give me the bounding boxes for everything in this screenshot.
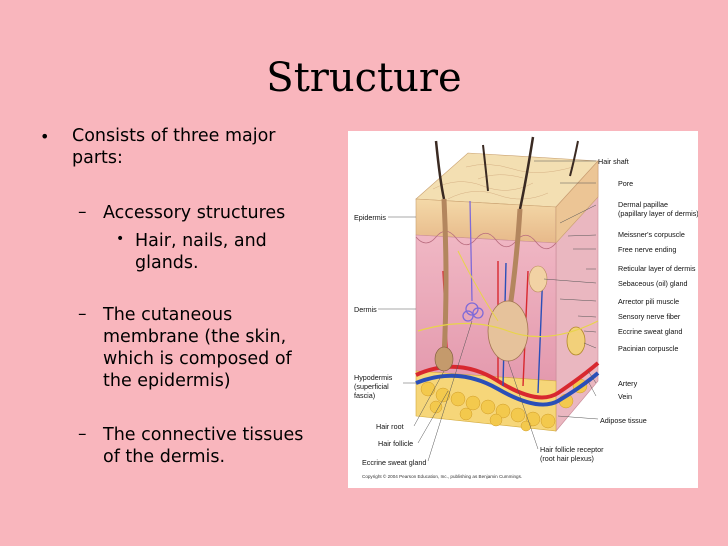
labels-left: Epidermis Dermis Hypodermis (superficial… bbox=[354, 213, 393, 400]
label-arrector-pili: Arrector pili muscle bbox=[618, 297, 679, 306]
sub-bullet-text: which is composed of bbox=[103, 349, 292, 369]
subsub-bullet-text: Hair, nails, and bbox=[135, 231, 267, 251]
label-pacinian-corpuscle: Pacinian corpuscle bbox=[618, 344, 678, 353]
label-epidermis: Epidermis bbox=[354, 213, 386, 222]
slide-title: Structure bbox=[266, 55, 462, 101]
label-hair-root: Hair root bbox=[376, 422, 404, 431]
bullet-text: Consists of three major bbox=[72, 126, 276, 146]
bullet-marker: • bbox=[40, 127, 50, 146]
labels-bottom: Hair root Hair follicle Eccrine sweat gl… bbox=[362, 422, 604, 467]
label-fascia: fascia) bbox=[354, 391, 375, 400]
skin-illustration: Hair shaft Pore Dermal papillae (papilla… bbox=[354, 136, 698, 479]
sub-bullet-text: the epidermis) bbox=[103, 371, 231, 391]
label-reticular-layer: Reticular layer of dermis bbox=[618, 264, 696, 273]
label-hypodermis: Hypodermis bbox=[354, 373, 393, 382]
label-dermis: Dermis bbox=[354, 305, 377, 314]
hair-shaft bbox=[518, 136, 535, 210]
sub-bullet-text: membrane (the skin, bbox=[103, 327, 287, 347]
dermal-papillae bbox=[415, 230, 557, 250]
label-hair-follicle: Hair follicle bbox=[378, 439, 413, 448]
sub-bullet-text: of the dermis. bbox=[103, 447, 226, 467]
subsub-marker: • bbox=[116, 231, 125, 247]
label-sensory-nerve-fiber: Sensory nerve fiber bbox=[618, 312, 681, 321]
sub-bullet-text: The connective tissues bbox=[103, 425, 304, 445]
label-adipose-tissue: Adipose tissue bbox=[600, 416, 647, 425]
dash-marker: – bbox=[78, 424, 87, 444]
label-vein: Vein bbox=[618, 392, 632, 401]
label-eccrine-sweat-gland: Eccrine sweat gland bbox=[618, 327, 682, 336]
copyright-note: Copyright © 2004 Pearson Education, Inc.… bbox=[362, 473, 522, 479]
labels-right: Hair shaft Pore Dermal papillae (papilla… bbox=[598, 157, 698, 425]
label-papillary-layer: (papillary layer of dermis) bbox=[618, 209, 698, 218]
label-sebaceous-gland: Sebaceous (oil) gland bbox=[618, 279, 688, 288]
label-superficial: (superficial bbox=[354, 382, 389, 391]
sub-bullet-text: The cutaneous bbox=[103, 305, 233, 325]
label-eccrine-sweat-gland-bottom: Eccrine sweat gland bbox=[362, 458, 426, 467]
hair-follicle-left bbox=[441, 198, 449, 357]
subsub-bullet-text: glands. bbox=[135, 253, 199, 273]
label-pore: Pore bbox=[618, 179, 633, 188]
hair-shaft-left bbox=[434, 140, 446, 200]
label-artery: Artery bbox=[618, 379, 638, 388]
hair-root bbox=[434, 346, 454, 372]
label-meissners-corpuscle: Meissner's corpuscle bbox=[618, 230, 685, 239]
vein bbox=[415, 371, 600, 407]
label-free-nerve-ending: Free nerve ending bbox=[618, 245, 676, 254]
eccrine-sweat-gland bbox=[462, 200, 484, 322]
skin-structure-diagram: Hair shaft Pore Dermal papillae (papilla… bbox=[348, 131, 698, 488]
label-leaders bbox=[378, 160, 599, 462]
label-dermal-papillae: Dermal papillae bbox=[618, 200, 668, 209]
dash-marker: – bbox=[78, 202, 87, 222]
sub-bullet-text: Accessory structures bbox=[103, 203, 286, 223]
artery bbox=[415, 361, 600, 400]
label-hair-follicle-receptor: Hair follicle receptor bbox=[540, 445, 604, 454]
sensory-nerve-fiber bbox=[417, 320, 599, 338]
label-hair-shaft: Hair shaft bbox=[598, 157, 629, 166]
label-root-hair-plexus: (root hair plexus) bbox=[540, 454, 594, 463]
dash-marker: – bbox=[78, 304, 87, 324]
pacinian-corpuscle bbox=[566, 326, 586, 356]
surface-texture bbox=[432, 164, 574, 200]
bullet-text: parts: bbox=[72, 148, 123, 168]
